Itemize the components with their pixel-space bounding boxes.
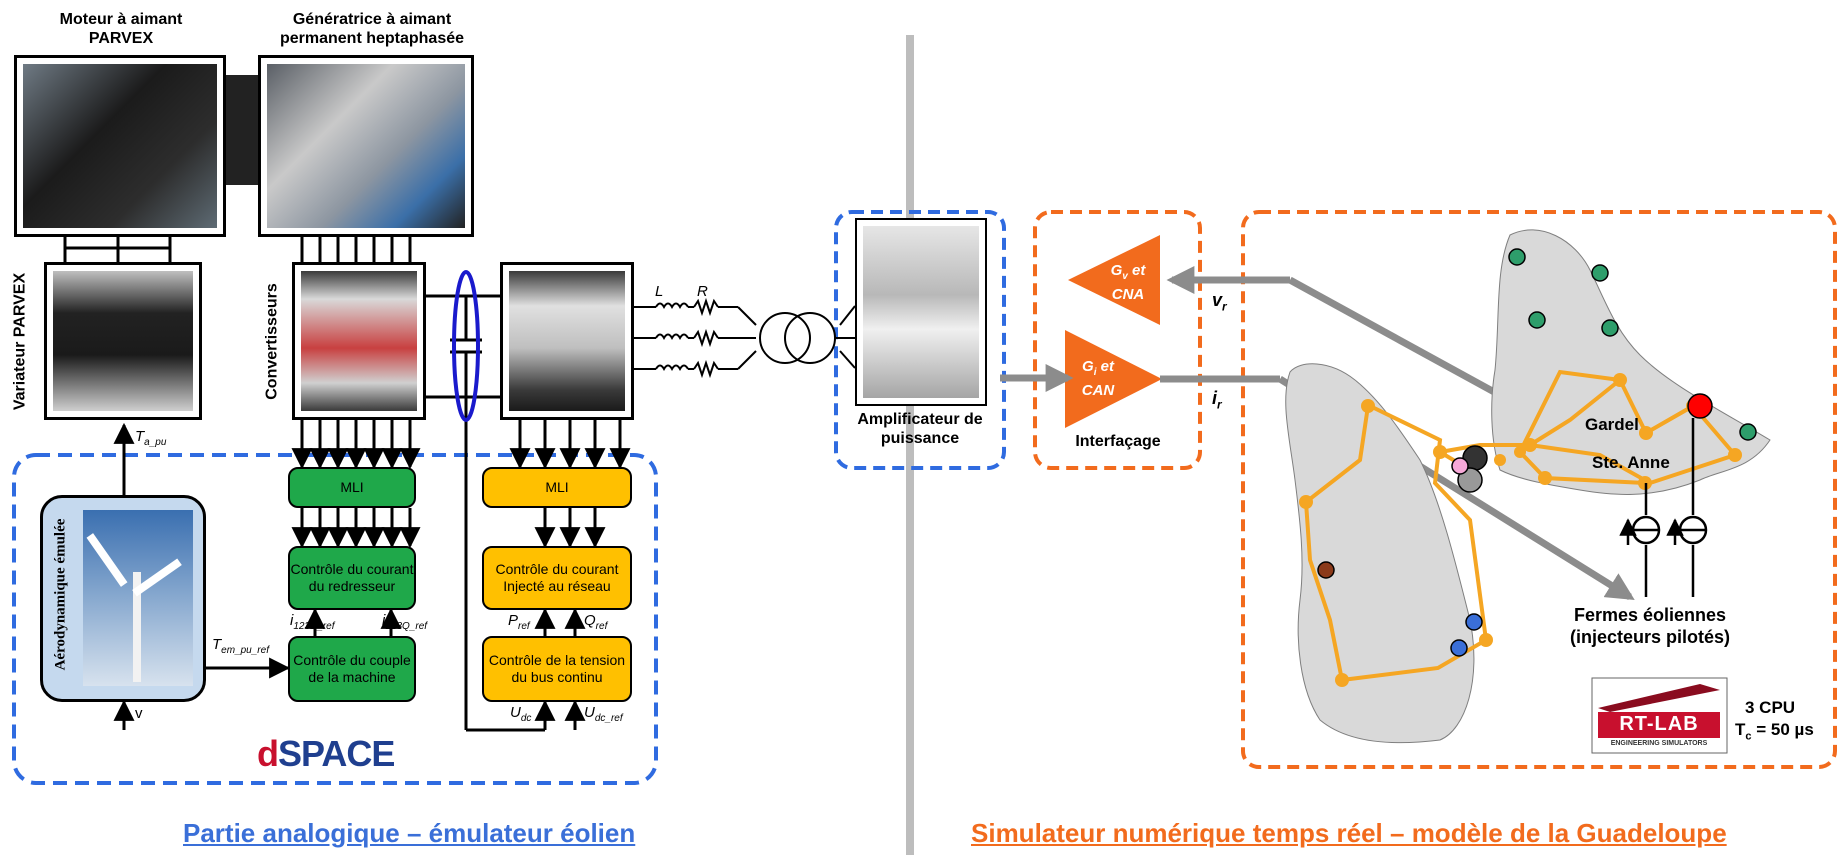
wind-farm-injectors [1619, 418, 1708, 597]
t-a-pu-label: Ta_pu [135, 428, 167, 448]
basse-terre-island [1285, 363, 1475, 744]
yellow-mli-block: MLI [482, 467, 632, 508]
yellow-current-control-block: Contrôle du courant Injecté au réseau [482, 546, 632, 610]
i-d-ref-label: i123D_ref [290, 612, 335, 632]
variateur-photo [44, 262, 202, 420]
udc-label: Udc [510, 704, 532, 724]
generator-label: Génératrice à aimant permanent heptaphas… [279, 11, 465, 47]
i-q-ref-label: i123Q_ref [382, 612, 428, 632]
vr-label: vr [1212, 290, 1227, 314]
rtlab-logo [1591, 677, 1728, 754]
variateur-label: Variateur PARVEX [11, 272, 29, 411]
rtlab-text: RT-LAB [1619, 713, 1699, 735]
motor-label: Moteur à aimant PARVEX [59, 11, 183, 47]
ir-label: ir [1212, 388, 1222, 412]
wind-turbine-image [83, 510, 193, 686]
t-em-label: Tem_pu_ref [212, 636, 269, 656]
wind-farms-label: Fermes éoliennes (injecteurs pilotés) [1569, 605, 1731, 647]
motor-photo [14, 55, 226, 237]
q-ref-label: Qref [584, 612, 608, 632]
amplifier-photo [855, 218, 987, 406]
p-ref-label: Pref [508, 612, 530, 632]
gardel-label: Gardel [1585, 415, 1639, 434]
grid-network-nodes [1299, 373, 1742, 687]
left-caption: Partie analogique – émulateur éolien [183, 818, 636, 848]
green-torque-control-block: Contrôle du couple de la machine [288, 636, 416, 702]
l-label: L [655, 283, 664, 300]
grid-pwm-wires [509, 420, 631, 730]
converter-photo [292, 262, 426, 420]
aero-emulation-box: Aérodynamique émulée [40, 495, 206, 702]
bus-markers [1317, 248, 1757, 657]
wind-turbine-icon [133, 572, 141, 682]
shaft-coupling [222, 75, 262, 185]
lr-filter-lines [632, 297, 856, 379]
interface-dashed-box [1033, 210, 1202, 470]
yellow-voltage-control-block: Contrôle de la tension du bus continu [482, 636, 632, 702]
interfacage-label: Interfaçage [1075, 433, 1161, 450]
aero-wires [113, 422, 291, 730]
center-divider [906, 35, 914, 855]
udc-ref-label: Udc_ref [584, 704, 623, 724]
r-label: R [697, 283, 708, 300]
grid-converter-photo [500, 262, 634, 420]
green-current-control-block: Contrôle du courant du redresseur [288, 546, 416, 610]
green-mli-block: MLI [288, 467, 416, 508]
right-caption: Simulateur numérique temps réel – modèle… [971, 818, 1727, 848]
gv-cna-triangle [1068, 235, 1160, 325]
dspace-logo: dSPACE [257, 733, 395, 774]
rtlab-subtext: ENGINEERING SIMULATORS [1610, 740, 1708, 747]
amplifier-dashed-box [834, 210, 1006, 470]
map-dashed-box [1241, 210, 1837, 769]
aero-label: Aérodynamique émulée [52, 518, 69, 671]
converter-pwm-wires [291, 420, 421, 636]
ste-anne-label: Ste. Anne [1592, 453, 1670, 472]
motor-to-variateur-wires [63, 233, 172, 262]
convertisseurs-label: Convertisseurs [263, 283, 281, 400]
gi-can-triangle [1065, 330, 1162, 428]
v-label: v [135, 705, 143, 722]
cpu-label: 3 CPU [1745, 698, 1796, 717]
grande-terre-island [1491, 229, 1771, 495]
dc-bus-ellipse [452, 270, 480, 422]
tc-label: Tc = 50 µs [1735, 720, 1814, 743]
amplifier-label: Amplificateur de puissance [857, 411, 983, 447]
generator-photo [258, 55, 474, 237]
generator-to-converter-wires [300, 235, 412, 262]
